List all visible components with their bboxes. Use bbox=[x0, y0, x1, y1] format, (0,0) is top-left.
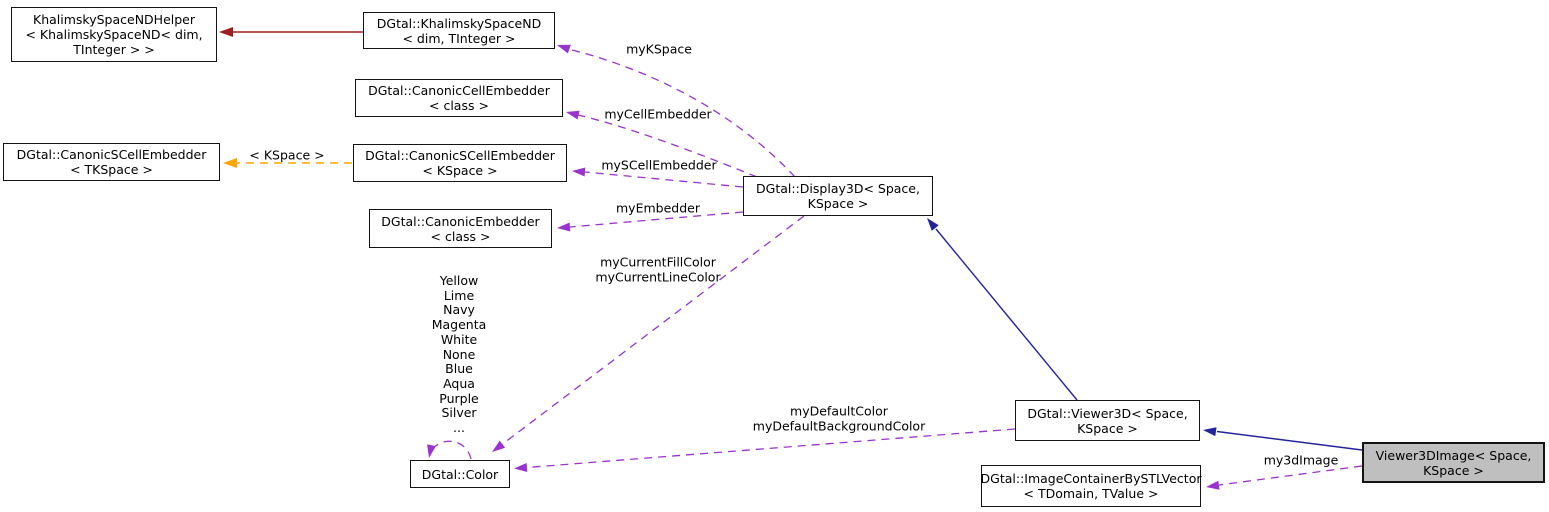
usage-arrow-color-self-loop bbox=[427, 440, 472, 460]
usage-arrow-mydefaultcolors bbox=[514, 428, 1016, 472]
class-node-display3d[interactable]: DGtal::Display3D< Space, KSpace > bbox=[743, 176, 933, 216]
template-instantiation-arrow bbox=[223, 158, 352, 168]
inheritance-arrow-viewer3d-display3d bbox=[927, 218, 1078, 401]
class-node-canonic-cell-embedder[interactable]: DGtal::CanonicCellEmbedder < class > bbox=[355, 79, 563, 117]
edge-label-template-arg: < KSpace > bbox=[249, 147, 325, 163]
inheritance-arrow-viewer3dimage-viewer3d bbox=[1203, 427, 1363, 451]
class-node-viewer3dimage-current: Viewer3DImage< Space, KSpace > bbox=[1362, 442, 1545, 483]
usage-arrow-mycurrentcolors bbox=[492, 215, 805, 452]
generalization-arrow-khalimsky bbox=[219, 27, 363, 37]
class-node-canonic-scell-embedder-kspace[interactable]: DGtal::CanonicSCellEmbedder < KSpace > bbox=[353, 144, 567, 182]
edge-label-mycurrentcolors: myCurrentFillColor myCurrentLineColor bbox=[595, 254, 721, 284]
edge-label-my3dimage: my3dImage bbox=[1263, 452, 1339, 468]
class-node-image-container[interactable]: DGtal::ImageContainerBySTLVector < TDoma… bbox=[981, 465, 1201, 507]
usage-arrow-myscellembedder bbox=[572, 167, 744, 188]
class-node-viewer3d[interactable]: DGtal::Viewer3D< Space, KSpace > bbox=[1015, 400, 1200, 441]
class-node-khalimsky-helper[interactable]: KhalimskySpaceNDHelper < KhalimskySpaceN… bbox=[11, 7, 217, 62]
edge-label-color-members: Yellow Lime Navy Magenta White None Blue… bbox=[431, 273, 487, 436]
edge-label-mydefaultcolors: myDefaultColor myDefaultBackgroundColor bbox=[752, 403, 926, 433]
edge-label-myscellembedder: mySCellEmbedder bbox=[601, 157, 717, 173]
usage-arrow-my3dimage bbox=[1206, 465, 1363, 490]
class-node-color[interactable]: DGtal::Color bbox=[410, 460, 510, 488]
usage-arrow-myembedder bbox=[557, 211, 744, 232]
class-node-canonic-scell-embedder-tkspace[interactable]: DGtal::CanonicSCellEmbedder < TKSpace > bbox=[3, 143, 220, 181]
edge-label-myembedder: myEmbedder bbox=[616, 200, 700, 216]
edge-label-mycellembedder: myCellEmbedder bbox=[604, 106, 712, 122]
usage-arrow-mykspace bbox=[557, 44, 796, 178]
class-node-khalimsky-space[interactable]: DGtal::KhalimskySpaceND < dim, TInteger … bbox=[363, 12, 555, 49]
usage-arrow-mycellembedder bbox=[566, 110, 758, 178]
edge-label-mykspace: myKSpace bbox=[626, 41, 692, 57]
class-node-canonic-embedder[interactable]: DGtal::CanonicEmbedder < class > bbox=[369, 209, 552, 248]
